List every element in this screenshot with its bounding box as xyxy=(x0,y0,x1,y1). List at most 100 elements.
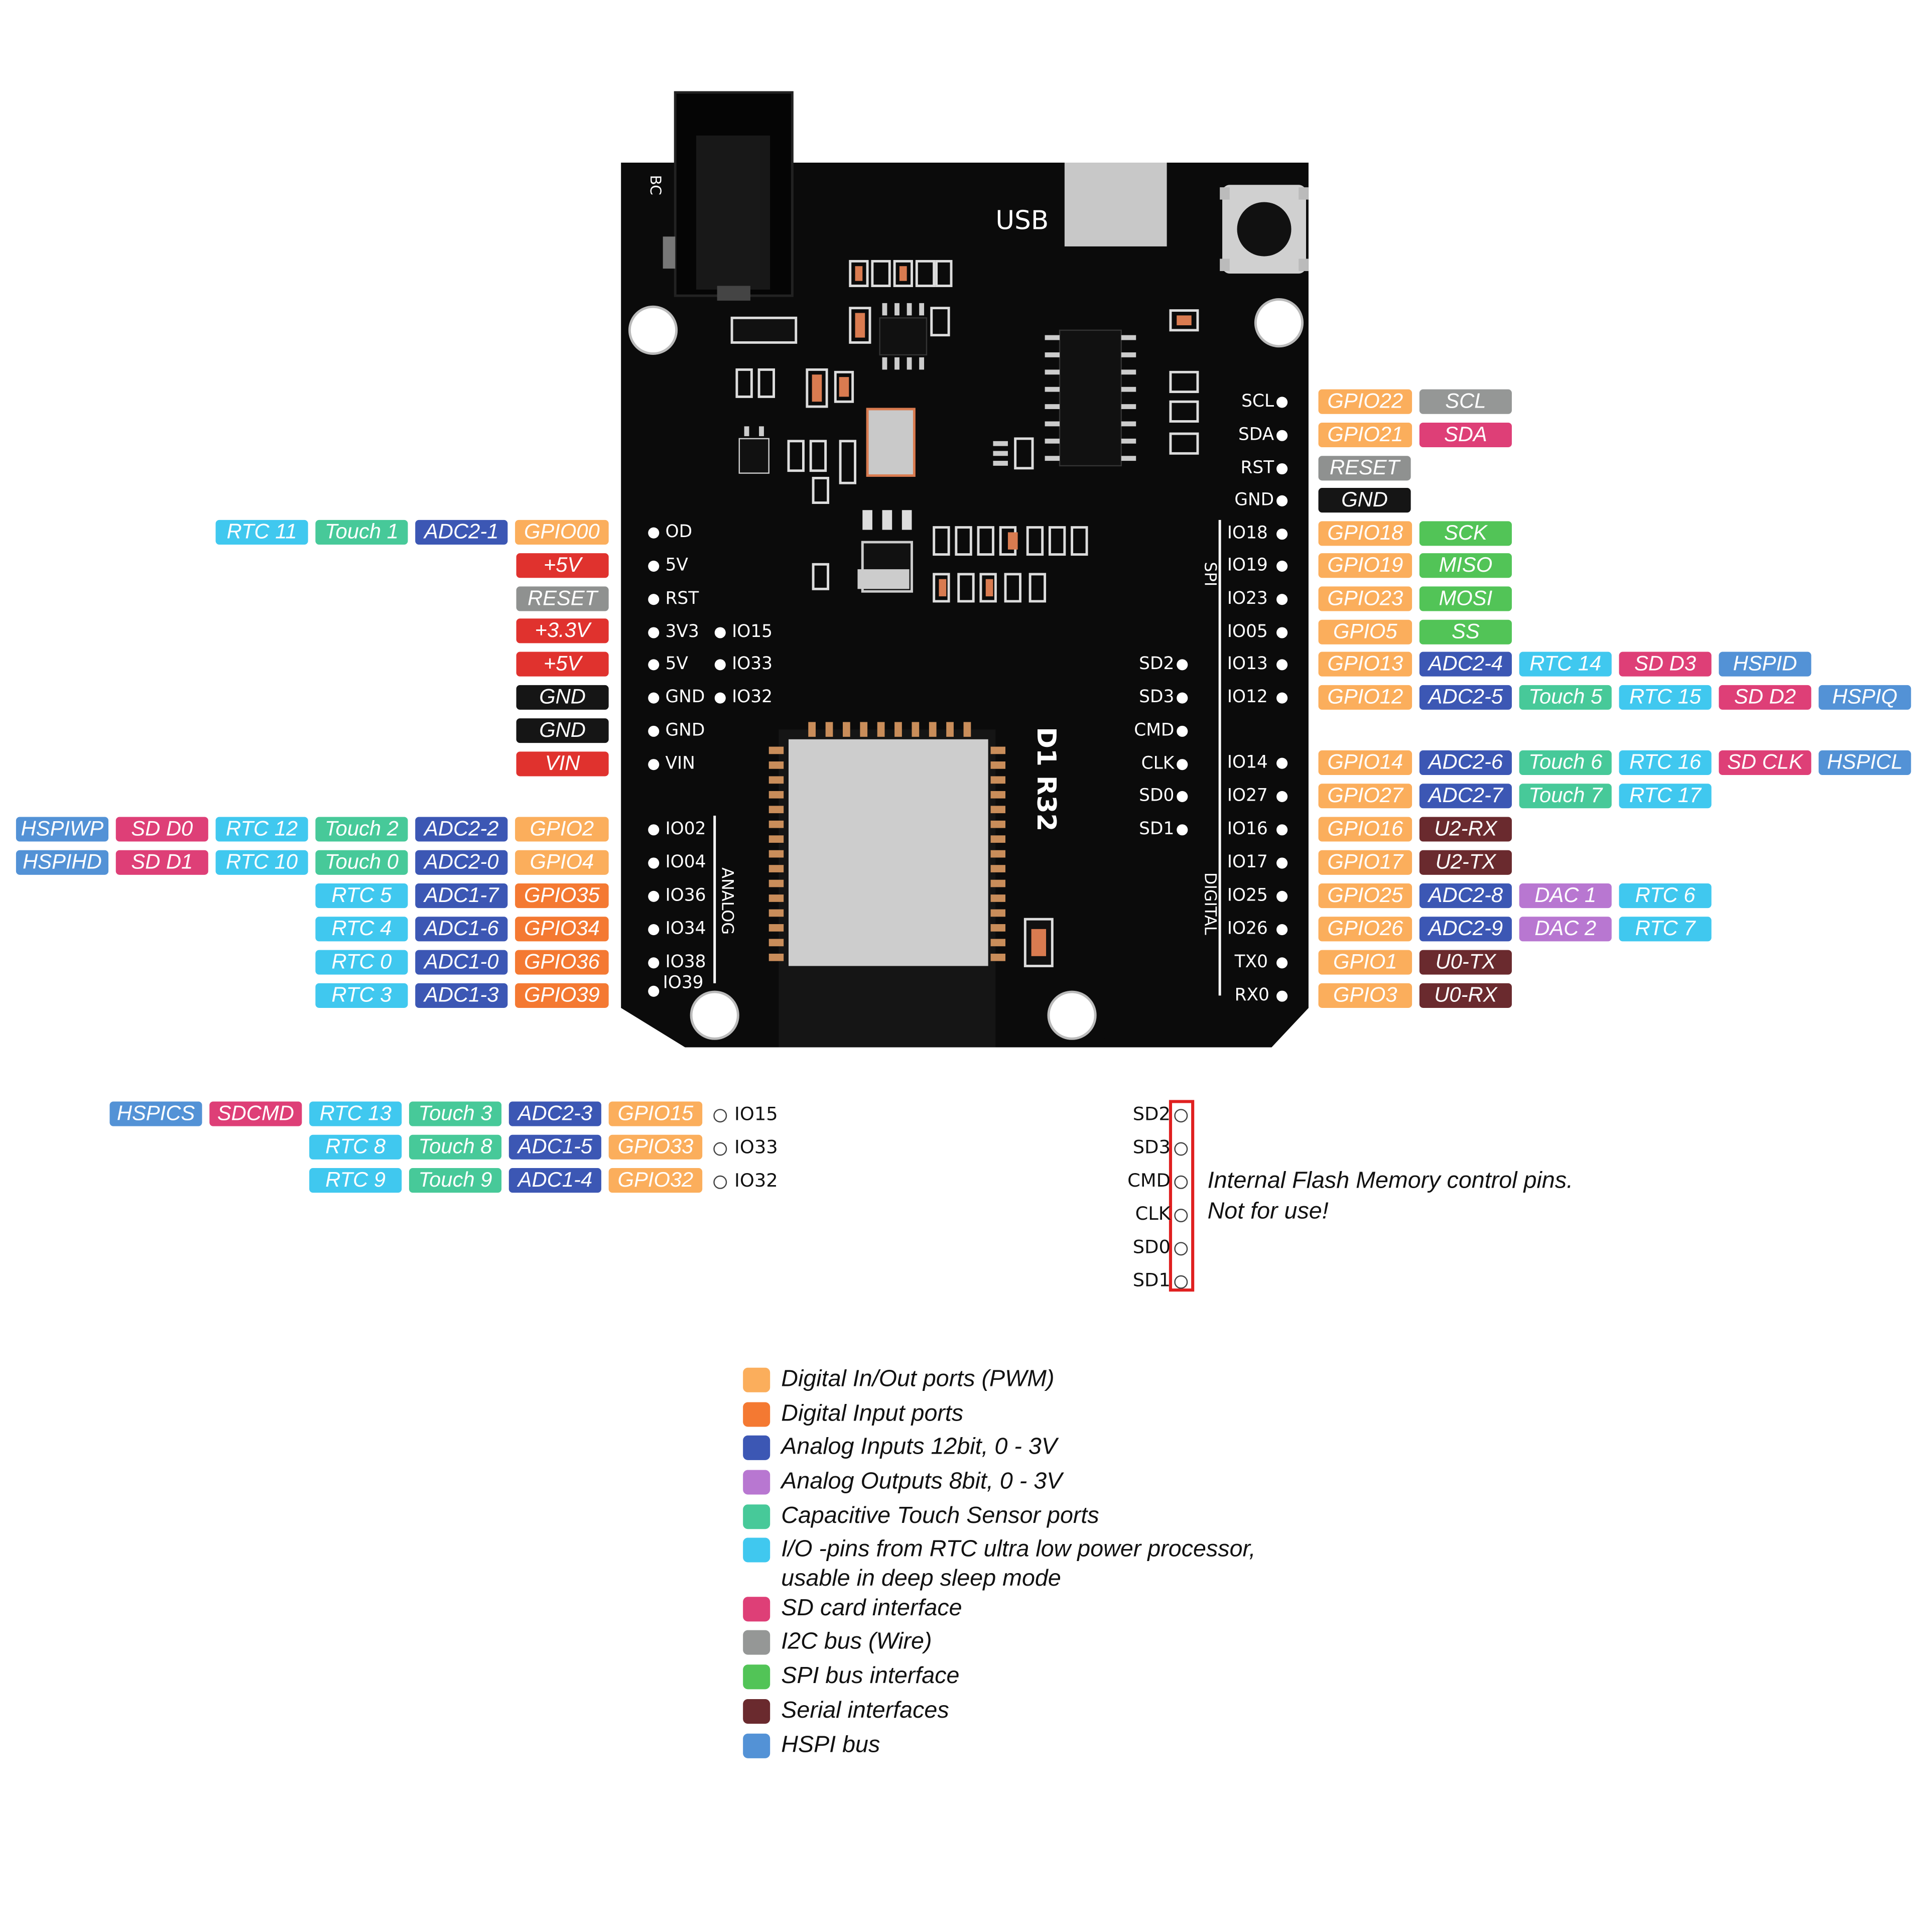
pin-dot xyxy=(648,527,660,539)
pin-tag: +5V xyxy=(516,553,609,578)
pin-dot xyxy=(1276,397,1288,408)
pin-dot xyxy=(648,594,660,605)
pin-dot xyxy=(648,985,660,997)
pin-name: GND xyxy=(665,720,705,741)
board-notch xyxy=(1099,1007,1309,1048)
pin-name: IO32 xyxy=(732,687,773,707)
pin-dot xyxy=(1276,824,1288,836)
pin-tag: Touch 8 xyxy=(409,1134,502,1160)
pin-dot xyxy=(1174,1175,1188,1189)
pin-name: IO39 xyxy=(663,973,704,993)
pin-dot xyxy=(1276,495,1288,506)
pin-tag: U0-RX xyxy=(1419,983,1512,1008)
pin-tag: GPIO23 xyxy=(1318,586,1412,611)
pin-tag: ADC2-0 xyxy=(415,850,508,875)
pin-tag: ADC2-4 xyxy=(1419,652,1512,677)
legend-label: Analog Inputs 12bit, 0 - 3V xyxy=(781,1434,1057,1460)
pin-tag: RTC 16 xyxy=(1619,750,1712,776)
pin-tag: GPIO36 xyxy=(515,950,609,975)
esp32-shield xyxy=(789,739,988,966)
pin-tag: ADC2-5 xyxy=(1419,685,1512,710)
pin-tag: RTC 12 xyxy=(215,817,308,842)
pin-tag: RTC 15 xyxy=(1619,685,1712,710)
pin-tag: U2-TX xyxy=(1419,850,1512,875)
power-jack-pin xyxy=(717,286,750,301)
legend-swatch xyxy=(743,1630,770,1655)
pin-dot xyxy=(1177,659,1188,671)
pin-tag: GPIO27 xyxy=(1318,784,1412,809)
pin-tag: ADC1-0 xyxy=(415,950,508,975)
pin-tag: RTC 14 xyxy=(1519,652,1612,677)
pin-dot xyxy=(1276,990,1288,1002)
pin-tag: SD D0 xyxy=(115,817,208,842)
pin-tag: RTC 4 xyxy=(315,917,408,942)
pin-tag: ADC1-7 xyxy=(415,883,508,909)
pin-name: RX0 xyxy=(1234,985,1269,1006)
pin-tag: Touch 6 xyxy=(1519,750,1612,776)
flash-warning: Not for use! xyxy=(1207,1199,1329,1225)
legend-swatch xyxy=(743,1699,770,1724)
esp32-pads xyxy=(768,722,1006,961)
mount-hole xyxy=(1047,990,1097,1040)
pin-tag: RTC 8 xyxy=(309,1134,402,1160)
pin-name: IO23 xyxy=(1227,589,1268,609)
pin-name: IO32 xyxy=(734,1169,778,1192)
pin-tag: GPIO25 xyxy=(1318,883,1412,909)
legend-swatch xyxy=(743,1470,770,1495)
legend-swatch xyxy=(743,1597,770,1622)
legend-label: Serial interfaces xyxy=(781,1698,949,1724)
pin-tag: DAC 1 xyxy=(1519,883,1612,909)
legend-swatch xyxy=(743,1537,770,1563)
pin-name: IO17 xyxy=(1227,852,1268,872)
pin-dot xyxy=(714,692,726,704)
pin-tag: GPIO18 xyxy=(1318,521,1412,546)
pin-dot xyxy=(1276,857,1288,869)
pin-dot xyxy=(648,627,660,638)
pin-tag: RTC 3 xyxy=(315,983,408,1008)
pin-name: SDA xyxy=(1238,425,1274,445)
pin-dot xyxy=(1276,757,1288,769)
flash-pin-name: CMD xyxy=(1127,1169,1171,1192)
pin-tag: ADC2-2 xyxy=(415,817,508,842)
pin-tag: RTC 11 xyxy=(215,520,308,545)
pin-dot xyxy=(1276,627,1288,638)
flash-pin-name: CLK xyxy=(1135,1202,1171,1225)
pin-dot xyxy=(648,659,660,671)
legend-label: SPI bus interface xyxy=(781,1663,960,1690)
analog-label: ANALOG xyxy=(717,867,736,935)
pin-name: IO27 xyxy=(1227,786,1268,806)
pin-tag: GPIO26 xyxy=(1318,917,1412,942)
pin-name: IO33 xyxy=(734,1136,778,1158)
legend-label: I2C bus (Wire) xyxy=(781,1629,932,1655)
usb-connector xyxy=(1064,163,1167,246)
pin-dot xyxy=(1276,594,1288,605)
pin-name: TX0 xyxy=(1234,952,1268,972)
pin-name: SD0 xyxy=(1139,786,1175,806)
legend-label: Analog Outputs 8bit, 0 - 3V xyxy=(781,1469,1063,1495)
pin-dot xyxy=(648,692,660,704)
pin-tag: RESET xyxy=(516,586,609,611)
pin-dot xyxy=(1174,1209,1188,1223)
pin-name: IO15 xyxy=(732,622,773,642)
crystal xyxy=(866,408,916,477)
pin-dot xyxy=(648,890,660,902)
mount-hole xyxy=(690,990,739,1040)
pin-name: IO13 xyxy=(1227,654,1268,674)
pin-tag: ADC2-7 xyxy=(1419,784,1512,809)
pin-tag: GPIO00 xyxy=(515,520,609,545)
smd-components xyxy=(735,260,1199,603)
pin-name: SD1 xyxy=(1139,819,1175,839)
pin-tag: Touch 2 xyxy=(315,817,408,842)
pin-dot xyxy=(1177,725,1188,737)
pin-dot xyxy=(1174,1142,1188,1156)
pin-tag: RTC 6 xyxy=(1619,883,1712,909)
board-name: D1 R32 xyxy=(1031,727,1061,832)
pin-dot xyxy=(648,824,660,836)
pin-dot xyxy=(1276,430,1288,441)
pin-name: IO36 xyxy=(665,885,706,906)
pin-tag: GPIO3 xyxy=(1318,983,1412,1008)
pin-tag: Touch 0 xyxy=(315,850,408,875)
pin-tag: U2-RX xyxy=(1419,817,1512,842)
pin-tag: RTC 17 xyxy=(1619,784,1712,809)
pin-tag: ADC2-6 xyxy=(1419,750,1512,776)
